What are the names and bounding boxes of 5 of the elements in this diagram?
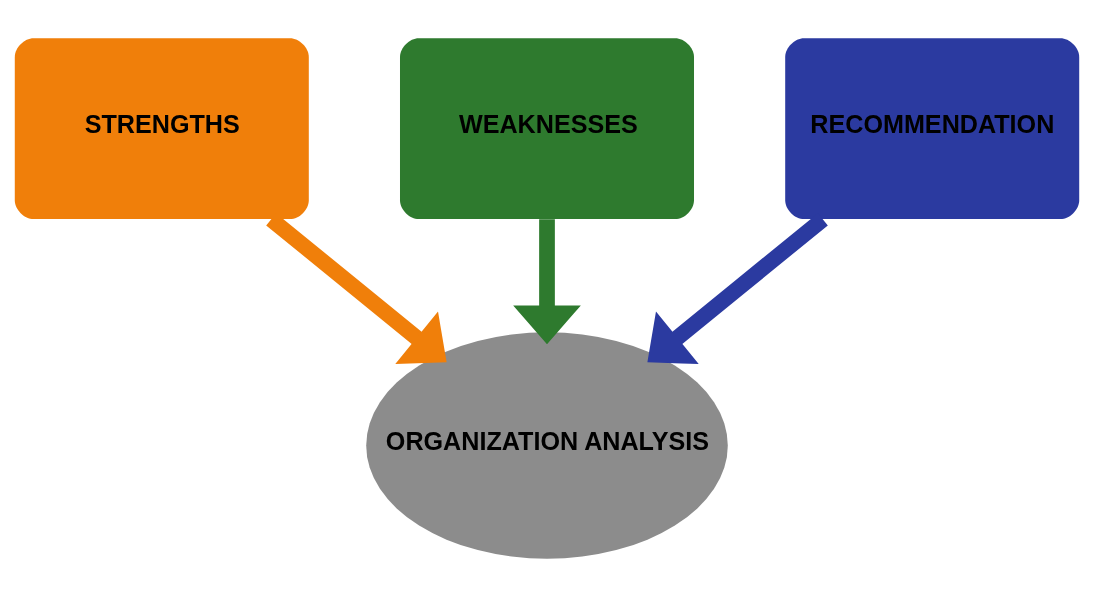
node-ellipse: ORGANIZATION ANALYSIS	[366, 332, 728, 559]
node-box: RECOMMENDATION	[785, 38, 1080, 220]
node-box: STRENGTHS	[14, 38, 309, 220]
arrow	[513, 219, 581, 345]
node-box: WEAKNESSES	[400, 38, 694, 220]
